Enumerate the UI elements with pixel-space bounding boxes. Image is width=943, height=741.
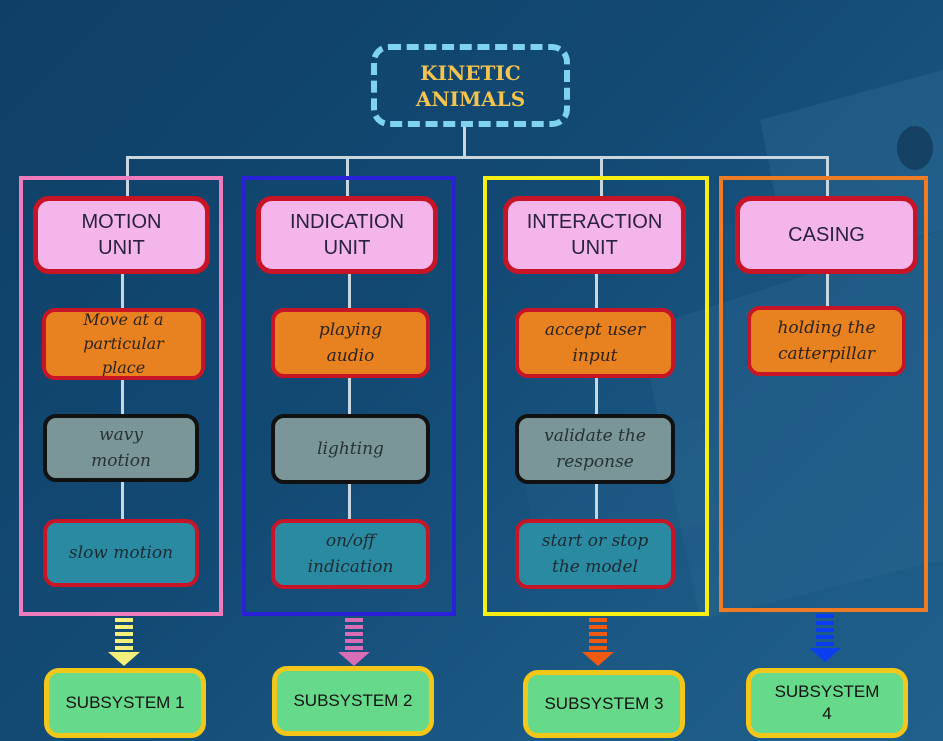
item-label: holding the catterpillar	[777, 318, 876, 364]
subsystem-3: SUBSYSTEM 3	[523, 670, 685, 738]
item-label: wavy motion	[91, 425, 151, 471]
link-g3	[595, 272, 598, 522]
arrow-down-icon	[108, 618, 140, 666]
item-move-at-place: Move at a particular place	[42, 308, 205, 380]
root-node: KINETIC ANIMALS	[371, 44, 570, 127]
group-indication-unit	[242, 176, 456, 616]
subsystem-label: SUBSYSTEM 4	[774, 682, 880, 723]
connector-root-stem	[463, 127, 466, 157]
root-label: KINETIC ANIMALS	[415, 60, 526, 111]
header-label: MOTION UNIT	[81, 211, 162, 259]
header-label: INDICATION UNIT	[289, 211, 405, 259]
subsystem-1: SUBSYSTEM 1	[44, 668, 206, 738]
item-label: Move at a particular place	[83, 310, 164, 377]
item-accept-user-input: accept user input	[515, 308, 675, 378]
header-interaction-unit: INTERACTION UNIT	[503, 196, 686, 274]
item-playing-audio: playing audio	[271, 308, 430, 378]
item-on-off-indication: on/off indication	[271, 519, 430, 589]
subsystem-label: SUBSYSTEM 2	[293, 691, 413, 710]
item-label: accept user input	[544, 320, 646, 366]
item-label: slow motion	[68, 543, 174, 563]
arrow-down-icon	[809, 614, 841, 662]
item-label: validate the response	[544, 426, 646, 472]
link-g4	[826, 272, 829, 312]
item-start-stop-model: start or stop the model	[515, 519, 675, 589]
item-lighting: lighting	[271, 414, 430, 484]
item-label: on/off indication	[307, 531, 394, 577]
item-validate-response: validate the response	[515, 414, 675, 484]
arrow-down-icon	[582, 618, 614, 666]
item-holding-catterpillar: holding the catterpillar	[747, 306, 906, 376]
header-casing: CASING	[735, 196, 918, 274]
connector-horizontal	[126, 156, 829, 159]
group-motion-unit	[19, 176, 223, 616]
item-wavy-motion: wavy motion	[43, 414, 199, 482]
item-label: start or stop the model	[541, 531, 649, 577]
item-label: lighting	[317, 439, 384, 459]
link-g2	[348, 272, 351, 522]
header-indication-unit: INDICATION UNIT	[256, 196, 438, 274]
item-slow-motion: slow motion	[43, 519, 199, 587]
subsystem-2: SUBSYSTEM 2	[272, 666, 434, 736]
link-g1	[121, 272, 124, 522]
group-interaction-unit	[483, 176, 709, 616]
header-label: CASING	[788, 224, 865, 246]
group-casing	[719, 176, 928, 612]
subsystem-label: SUBSYSTEM 1	[65, 693, 185, 712]
arrow-down-icon	[338, 618, 370, 666]
header-label: INTERACTION UNIT	[526, 211, 663, 259]
subsystem-label: SUBSYSTEM 3	[544, 694, 664, 713]
header-motion-unit: MOTION UNIT	[33, 196, 210, 274]
item-label: playing audio	[318, 320, 383, 366]
subsystem-4: SUBSYSTEM 4	[746, 668, 908, 738]
